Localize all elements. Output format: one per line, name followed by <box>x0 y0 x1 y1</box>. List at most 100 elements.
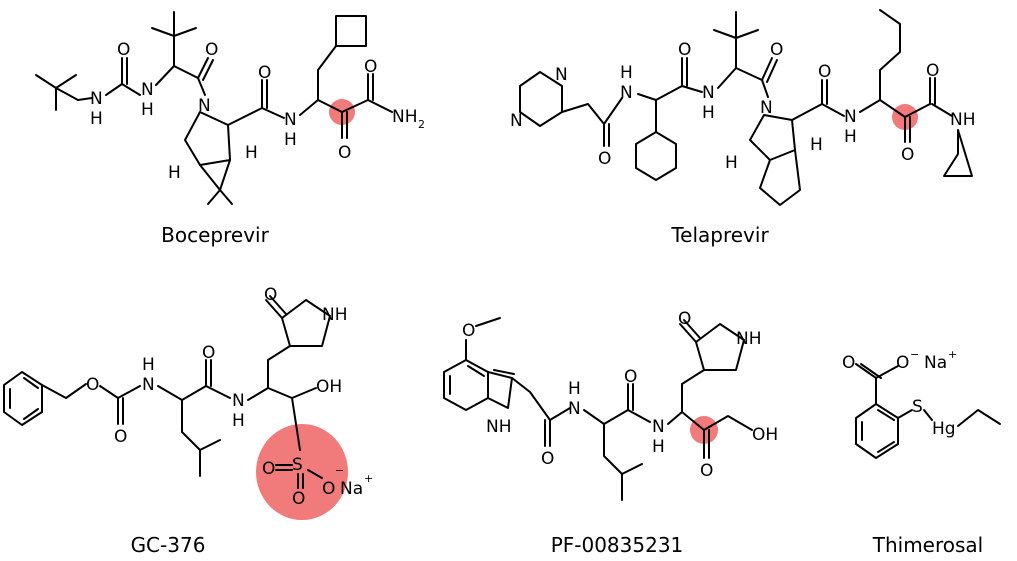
gc376-carbamate-o: O <box>114 427 127 447</box>
boceprevir-tbutyl-bonds <box>35 74 79 111</box>
gc376-so-o2: O <box>292 489 305 509</box>
bond <box>923 409 933 421</box>
bond <box>157 385 207 401</box>
gc376-so-o1: O <box>262 459 275 479</box>
telaprevir-n3: N <box>844 107 857 127</box>
boceprevir-urea-h1: H <box>90 109 103 129</box>
gc376-so-o3: O <box>322 479 335 499</box>
pf-o1: O <box>541 449 554 469</box>
boceprevir-nh2: NH <box>392 107 418 127</box>
bond <box>205 385 231 399</box>
bond <box>875 365 899 379</box>
gc376-lactam-ring <box>281 299 331 347</box>
telaprevir-pyrazine <box>519 71 563 127</box>
boceprevir-urea-o: O <box>117 40 130 60</box>
bond <box>117 397 124 425</box>
pf-indole-nh: NH <box>486 417 512 437</box>
pf-n1: N <box>568 399 581 419</box>
bond <box>904 116 911 143</box>
telaprevir-nh: NH <box>950 110 976 130</box>
bond <box>307 469 323 479</box>
thimerosal-carbonyl-o: O <box>842 353 855 373</box>
bond <box>227 107 263 126</box>
bond <box>297 473 304 489</box>
boceprevir-cyclobutyl <box>335 15 367 47</box>
boceprevir-amide-n: N <box>284 110 297 130</box>
bond <box>267 345 291 389</box>
bond <box>487 371 513 409</box>
bond <box>627 409 651 423</box>
gc376-o2: O <box>202 343 215 363</box>
bond <box>703 429 710 459</box>
telaprevir-bridge-h1: H <box>725 153 738 173</box>
gc376-h2: H <box>232 411 245 431</box>
bond <box>275 464 293 471</box>
gc376-charge-minus: − <box>335 464 344 477</box>
bond <box>821 103 845 117</box>
bond <box>821 79 828 105</box>
caption-thimerosal: Thimerosal <box>872 533 984 557</box>
caption-boceprevir: Boceprevir <box>161 223 269 247</box>
bond <box>367 73 374 101</box>
boceprevir-bridge-h2: H <box>245 143 258 163</box>
bond <box>77 97 93 101</box>
bond <box>317 45 337 101</box>
telaprevir-n1: N <box>620 83 633 103</box>
gc376-h1: H <box>142 355 155 375</box>
bond <box>181 399 221 477</box>
bond <box>247 387 293 401</box>
bond <box>897 409 913 419</box>
telaprevir-cyclopropyl <box>943 129 973 177</box>
telaprevir-structure: N N O N H O N H O N H H O N H O <box>510 9 976 247</box>
gc376-oh: OH <box>316 377 342 397</box>
boceprevir-urea-n1: N <box>90 89 103 109</box>
gc376-n1: N <box>142 375 155 395</box>
bond <box>207 189 233 205</box>
boceprevir-carbonyl-o2: O <box>258 63 271 83</box>
bond <box>544 419 551 447</box>
bond <box>493 369 515 375</box>
telaprevir-n2: N <box>702 83 715 103</box>
bond <box>449 365 485 395</box>
boceprevir-carbonyl-o1: O <box>205 40 218 60</box>
thimerosal-carboxylate-o: O <box>896 353 909 373</box>
gc376-charge-plus: + <box>364 472 373 485</box>
boceprevir-amide-h: H <box>284 130 297 150</box>
caption-pf00835231: PF-00835231 <box>551 533 684 557</box>
bond <box>41 383 87 399</box>
telaprevir-pyrazine-n2: N <box>510 111 523 131</box>
boceprevir-keto-o: O <box>338 143 351 163</box>
gc376-warhead-highlight <box>256 424 348 520</box>
bond <box>261 107 285 119</box>
bond <box>291 397 301 451</box>
bond <box>627 383 634 411</box>
bond <box>9 377 39 420</box>
bond <box>859 99 931 118</box>
bond <box>583 409 629 425</box>
gc376-structure: O O N H O N H O NH OH S O O O − Na + GC-… <box>3 285 373 557</box>
bond <box>637 85 683 101</box>
pf-n2: N <box>652 417 665 437</box>
bond <box>603 97 623 125</box>
pf-lactam-ring <box>695 323 745 371</box>
telaprevir-h2: H <box>702 103 715 123</box>
thimerosal-charge-plus: + <box>948 348 957 361</box>
caption-gc376: GC-376 <box>131 533 206 557</box>
boceprevir-structure: N H O N H O N H H O N H O O NH 2 Bocepre… <box>35 11 425 247</box>
bond <box>681 85 703 93</box>
bond <box>679 319 701 343</box>
boceprevir-nh2-sub: 2 <box>418 118 425 131</box>
pf-oh: OH <box>752 425 778 445</box>
thimerosal-sodium: Na <box>924 353 947 373</box>
bond <box>861 409 895 453</box>
bond <box>681 57 688 87</box>
pf-methoxy-o: O <box>462 321 475 341</box>
telaprevir-o2: O <box>678 40 691 60</box>
telaprevir-o3: O <box>770 40 783 60</box>
bond <box>681 369 705 413</box>
bond <box>184 111 231 166</box>
boceprevir-ring-n: N <box>198 96 211 116</box>
pf-h1: H <box>568 379 581 399</box>
bond <box>367 99 393 113</box>
bond <box>121 57 128 85</box>
